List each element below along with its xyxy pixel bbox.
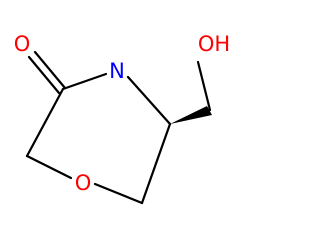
ring-oxygen-label: O [75, 171, 92, 195]
bond-c5-ch2-wedge [170, 106, 212, 124]
bond-n4-c5 [126, 75, 172, 126]
bond-c6-o1 [93, 182, 144, 205]
hydroxyl-label: OH [198, 32, 230, 56]
bond-o1-c2 [25, 154, 73, 180]
carbonyl-oxygen-label: O [14, 32, 31, 56]
atom-layer: O N O OH [14, 32, 230, 195]
ring-nitrogen-label: N [109, 59, 125, 83]
bond-carbonyl-double-1 [27, 55, 61, 95]
bond-c3-n4 [61, 72, 108, 91]
molecule-structure: O N O OH [14, 32, 230, 205]
bond-carbonyl-double-2 [33, 50, 67, 90]
bond-c5-c6 [140, 122, 172, 205]
bond-c2-c3 [25, 87, 65, 158]
bond-ch2-oh [196, 60, 212, 112]
bond-layer [25, 50, 212, 205]
